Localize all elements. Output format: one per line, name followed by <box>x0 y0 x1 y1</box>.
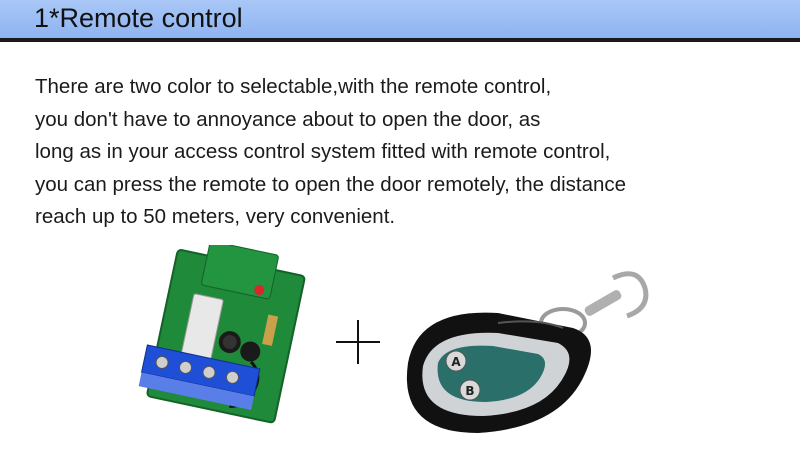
plus-icon <box>336 320 380 364</box>
remote-button-b: B <box>465 384 474 398</box>
description-line: you don't have to annoyance about to ope… <box>35 107 541 131</box>
remote-key-fob-icon: A B <box>406 271 649 433</box>
description-line: There are two color to selectable,with t… <box>35 75 552 98</box>
remote-button-a: A <box>451 355 461 369</box>
header-divider <box>0 38 800 42</box>
description-line: reach up to 50 meters, very convenient. <box>35 205 396 228</box>
description-line: long as in your access control system fi… <box>35 140 611 163</box>
section-title: 1*Remote control <box>34 3 243 33</box>
header-bar: 1*Remote control <box>0 0 800 38</box>
description-line: you can press the remote to open the doo… <box>35 172 627 196</box>
receiver-board-icon <box>138 245 306 424</box>
description-text: There are two color to selectable,with t… <box>35 71 795 234</box>
